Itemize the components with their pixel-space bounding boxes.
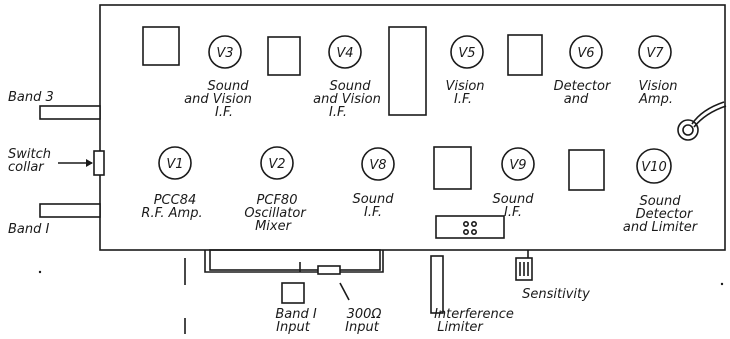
component-square xyxy=(507,34,543,76)
tube-caption: and Vision xyxy=(184,92,252,107)
interference-limiter-label: Interference xyxy=(434,307,514,322)
tube-caption: Vision xyxy=(445,79,484,94)
tube-caption: I.F. xyxy=(504,205,522,220)
tube-id: V7 xyxy=(646,46,664,61)
tube-id: V6 xyxy=(577,46,594,61)
dot xyxy=(38,270,42,274)
band1-input-label: Band I xyxy=(275,307,317,322)
band1-shaft xyxy=(39,203,101,218)
cable-grommet-inner xyxy=(682,124,694,136)
tube-v2: V2 xyxy=(260,146,294,180)
band1-input-label: Input xyxy=(276,320,311,334)
socket-panel xyxy=(435,215,505,239)
tube-caption: Detector xyxy=(636,207,694,222)
band1-input-socket xyxy=(281,282,305,304)
tube-v6: V6 xyxy=(569,35,603,69)
tube-caption: I.F. xyxy=(454,92,472,107)
tube-caption: and Limiter xyxy=(623,220,699,235)
tube-caption: I.F. xyxy=(329,105,347,120)
band3-label: Band 3 xyxy=(8,90,54,105)
tube-id: V2 xyxy=(268,157,285,172)
tube-v8: V8 xyxy=(361,147,395,181)
tube-caption: and xyxy=(564,92,589,107)
tube-v3: V3 xyxy=(208,35,242,69)
tuner-plate xyxy=(209,249,381,271)
leader-line xyxy=(339,282,350,301)
input-300-socket xyxy=(317,265,341,275)
tube-caption: Sound xyxy=(208,79,250,94)
interference-rod xyxy=(430,255,444,314)
cable-grommet xyxy=(677,119,699,141)
tube-caption: R.F. Amp. xyxy=(141,206,202,221)
interference-limiter-label: Limiter xyxy=(437,320,484,334)
component-square xyxy=(142,26,180,66)
cable xyxy=(691,101,725,125)
sensitivity-label: Sensitivity xyxy=(522,287,590,302)
cable xyxy=(693,105,727,128)
component-square xyxy=(568,149,605,191)
tube-caption: Sound xyxy=(493,192,535,207)
tube-v5: V5 xyxy=(450,35,484,69)
dot xyxy=(720,282,724,286)
tube-id: V3 xyxy=(216,46,233,61)
tuner-box xyxy=(204,250,384,273)
tube-id: V9 xyxy=(509,158,526,173)
tube-id: V5 xyxy=(458,46,475,61)
input-300-label: Input xyxy=(345,320,380,334)
tube-v1: V1 xyxy=(158,146,192,180)
tube-caption: Detector xyxy=(554,79,612,94)
chassis-board xyxy=(99,4,726,251)
switch-collar xyxy=(93,150,105,176)
tube-v4: V4 xyxy=(328,35,362,69)
tube-caption: Vision xyxy=(638,79,677,94)
socket-pin xyxy=(470,221,477,228)
tube-caption: Sound xyxy=(330,79,372,94)
tube-id: V8 xyxy=(369,158,386,173)
switch-collar-label: Switch xyxy=(8,147,51,162)
component-tall-rect xyxy=(388,26,427,116)
tube-caption: PCF80 xyxy=(257,193,298,208)
tube-v9: V9 xyxy=(501,147,535,181)
socket-pin xyxy=(470,229,477,236)
tube-caption: I.F. xyxy=(364,205,382,220)
tube-caption: Mixer xyxy=(255,219,293,234)
switch-collar-label: collar xyxy=(8,160,45,175)
tube-v7: V7 xyxy=(638,35,672,69)
tube-caption: Sound xyxy=(353,192,395,207)
tube-caption: Amp. xyxy=(638,92,673,107)
tube-caption: and Vision xyxy=(313,92,381,107)
arrow-head xyxy=(86,159,93,167)
band3-shaft xyxy=(39,105,101,120)
tube-caption: PCC84 xyxy=(154,193,197,208)
tube-id: V10 xyxy=(641,160,666,175)
component-square xyxy=(433,146,472,190)
tube-id: V1 xyxy=(166,157,183,172)
tube-caption: Oscillator xyxy=(244,206,307,221)
band1-label: Band I xyxy=(8,222,50,237)
tube-id: V4 xyxy=(336,46,353,61)
input-300-label: 300Ω xyxy=(347,307,382,322)
tube-caption: I.F. xyxy=(215,105,233,120)
socket-pin xyxy=(462,221,469,228)
tube-caption: Sound xyxy=(640,194,682,209)
component-square xyxy=(267,36,301,76)
socket-pin xyxy=(462,229,469,236)
tube-v10: V10 xyxy=(636,148,672,184)
